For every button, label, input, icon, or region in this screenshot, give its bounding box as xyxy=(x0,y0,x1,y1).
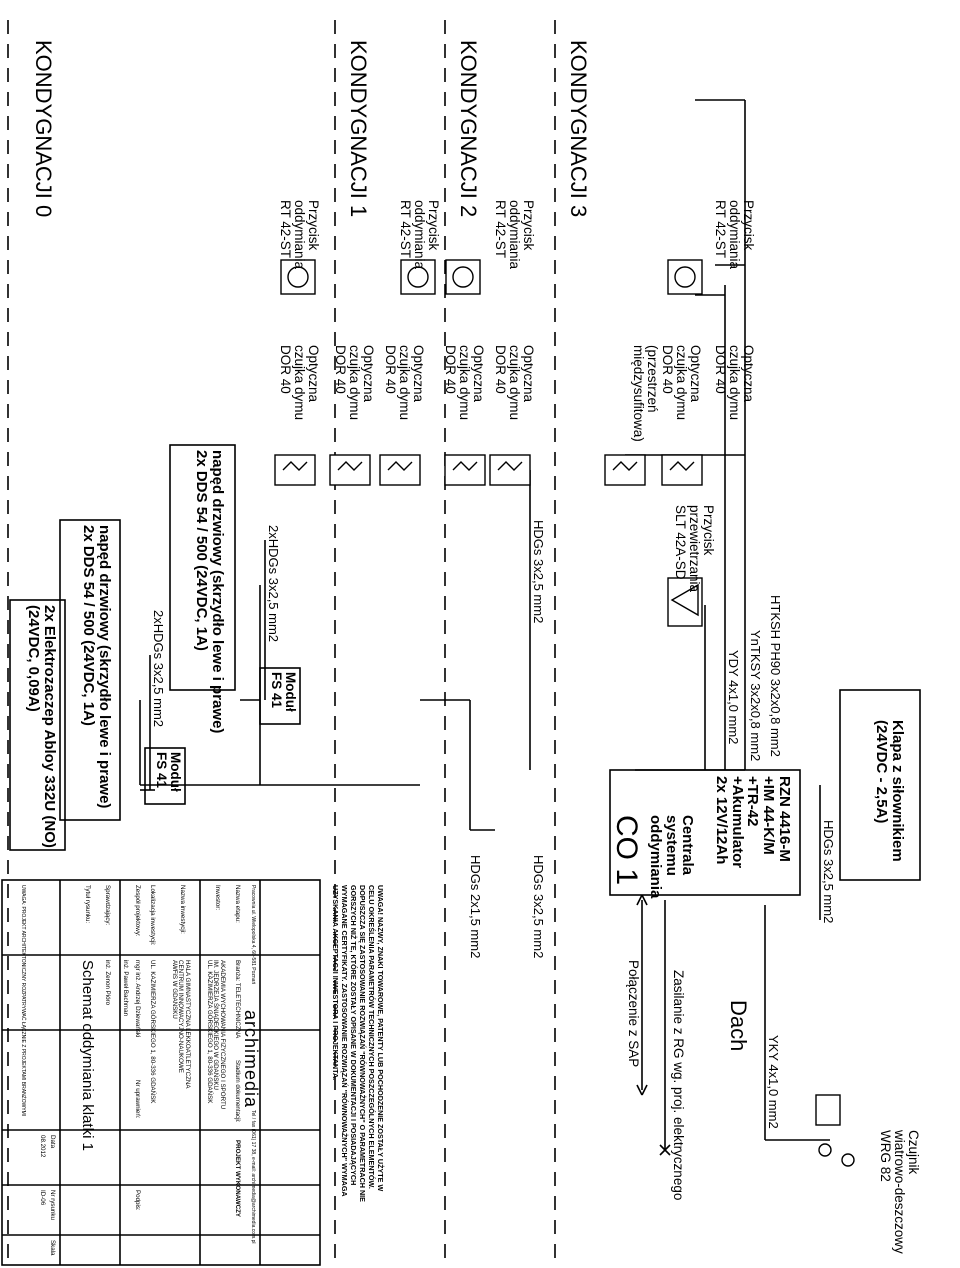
cable-ytksy: YnTKSY 3x2x0,8 mm2 xyxy=(748,630,763,762)
door-drive-label-1: napęd drzwiowy (skrzydło lewe i prawe)2x… xyxy=(193,450,226,734)
stage-value: PROJEKT WYKONAWCZY xyxy=(234,1140,241,1218)
drawing-label: Tytuł rysunku: xyxy=(84,885,91,924)
verifier-value: inż. Zenon Pióro xyxy=(104,960,111,1006)
designer-value: mgr inż. Andrzej Dziewański xyxy=(134,960,141,1038)
flap-label: Klapa z siłownikiem(24VDC - 2,5A) xyxy=(873,720,906,862)
module-box-1 xyxy=(259,667,301,725)
vent-button-symbol xyxy=(667,577,703,627)
cable-htksh: HTKSH PH90 3x2x0,8 mm2 xyxy=(768,595,783,757)
detector-floor3 xyxy=(661,454,703,486)
date-value: 08.2012 xyxy=(39,1135,46,1158)
detector-floor1 xyxy=(379,454,421,486)
title-block-frame xyxy=(1,879,321,1266)
sign-label: Podpis: xyxy=(134,1190,141,1211)
branch-label: Branża: TELETECHNICZNA xyxy=(234,960,241,1039)
power-label: Zasilanie z RG wg. proj. elektrycznego xyxy=(671,970,686,1201)
cable-yky: YKY 4x1,0 mm2 xyxy=(766,1035,781,1129)
stage-label: Stadium dokumentacji: xyxy=(234,1060,241,1123)
central-box xyxy=(609,769,801,896)
licence-label: Nr uprawnień: xyxy=(134,1080,141,1119)
checker-value: inż. Paweł Bachman xyxy=(122,960,129,1017)
cable-hdgs-central: HDGs 3x2,5 mm2 xyxy=(531,855,546,959)
notice-text: UWAGA! NAZWY, ZNAKI TOWAROWE, PATENTY LU… xyxy=(331,885,385,1202)
weather-sensor-symbol xyxy=(815,1094,841,1126)
verifier-label: Sprawdzający: xyxy=(104,885,111,926)
scale-label: Skala xyxy=(49,1240,56,1256)
central-id: CO 1 xyxy=(610,815,643,886)
detector-floor2b xyxy=(444,454,486,486)
company-logo: archimedia xyxy=(241,1010,261,1109)
electro-lock-label: 2x Elektrozaczep Abloy 332U (NO)(24VDC, … xyxy=(25,605,58,848)
floor-separators xyxy=(7,20,556,1268)
detector-floor3-ceiling xyxy=(604,454,646,486)
detector-floor2 xyxy=(489,454,531,486)
cable-2xhdgs-1: 2xHDGs 3x2,5 mm2 xyxy=(266,525,281,643)
drawing-title: Schemat oddymiania klatki 1 xyxy=(79,960,96,1151)
sap-label: Połączenie z SAP xyxy=(626,960,641,1068)
floor-label-0: KONDYGNACJI 0 xyxy=(31,40,56,218)
sheet-value: ID-06 xyxy=(39,1190,46,1206)
location-label: Lokalizacja inwestycji: xyxy=(149,885,156,946)
date-label: Data xyxy=(49,1135,56,1149)
detector-floor0 xyxy=(274,454,316,486)
cable-2xhdgs-2: 2xHDGs 3x2,5 mm2 xyxy=(151,610,166,728)
module-box-2 xyxy=(144,747,186,805)
cable-ydy: YDY 4x1,0 mm2 xyxy=(726,650,741,745)
cable-hdgs-floor3: HDGs 3x2,5 mm2 xyxy=(531,520,546,624)
flap-box xyxy=(839,689,921,881)
phase-label: Nazwa etapu: xyxy=(234,885,241,923)
object-label: Nazwa inwestycji: xyxy=(179,885,186,934)
door-drive-label-2: napęd drzwiowy (skrzydło lewe i prawe)2x… xyxy=(80,525,113,809)
floor-label-1: KONDYGNACJI 1 xyxy=(346,40,371,218)
detector-floor1b xyxy=(329,454,371,486)
sheet-label: Nr rysunku xyxy=(49,1190,56,1220)
location-value: UL. KAZIMIERZA GÓRSKIEGO 1, 80-336 GDAŃS… xyxy=(149,960,156,1104)
designer-label: Zespół projektowy: xyxy=(134,885,141,937)
footer-note: UWAGA: PROJEKT ARCHITEKTONICZNY ROZPATRY… xyxy=(20,885,26,1117)
cable-hdgs-flap: HDGs 3x2,5 mm2 xyxy=(821,820,836,924)
company-contact: Tel / fax (061) 17 38, e-mail: archimedi… xyxy=(250,1110,256,1244)
company-address: Pracownia ul. Wielopolska 4, 60-581 Pozn… xyxy=(250,885,256,985)
roof-label: Dach xyxy=(726,1000,751,1052)
cable-hdgs-small: HDGs 2x1,5 mm2 xyxy=(468,855,483,959)
door-drive-box-2 xyxy=(59,519,121,821)
lock-box xyxy=(9,599,66,851)
door-drive-box-1 xyxy=(169,444,236,691)
floor-label-3: KONDYGNACJI 3 xyxy=(566,40,591,218)
investor-label: Inwestor: xyxy=(214,885,221,911)
floor-label-2: KONDYGNACJI 2 xyxy=(456,40,481,218)
